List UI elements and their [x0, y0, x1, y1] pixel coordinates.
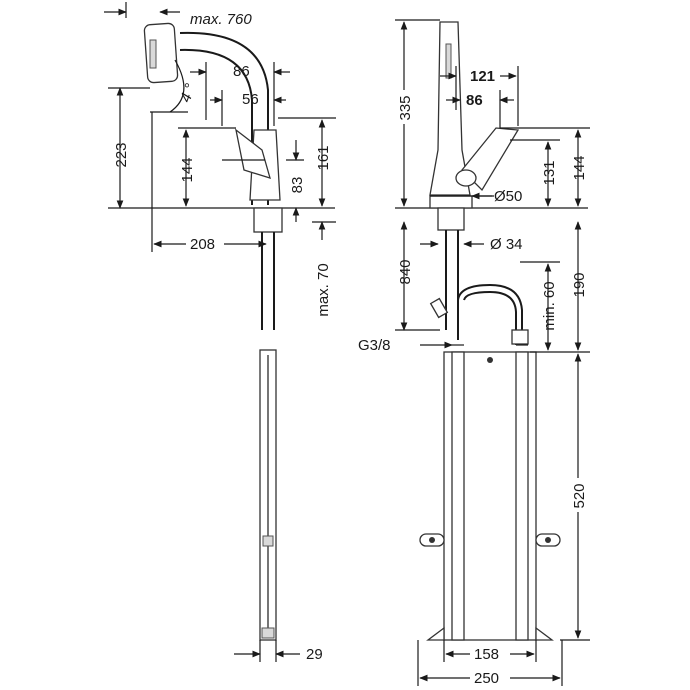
- hose-loop-in: [463, 290, 517, 345]
- dim-144-right: 144: [571, 155, 588, 180]
- spout-column: [429, 21, 471, 196]
- dim-56: 56: [242, 91, 259, 108]
- dim-144-left: 144: [179, 157, 196, 182]
- handle-pivot: [455, 169, 477, 187]
- cabinet-screw: [487, 357, 493, 363]
- cabinet-rail-left: [451, 351, 465, 641]
- dim-86-left: 86: [233, 63, 250, 80]
- guide-clip: [262, 535, 274, 547]
- dim-max-760: max. 760: [190, 11, 252, 28]
- dim-520: 520: [571, 483, 588, 508]
- dim-335-bg: [396, 90, 414, 124]
- foot-right: [535, 626, 554, 641]
- dim-158-bg: [470, 644, 510, 662]
- clamp-right-dot: [545, 537, 551, 543]
- dim-121: 121: [470, 68, 495, 85]
- left-view: max. 760 86 56 4 ° 223 144 161 83: [104, 2, 336, 663]
- dim-29: 29: [306, 646, 323, 663]
- dim-dia-50: Ø50: [494, 188, 522, 205]
- front-mount: [437, 207, 465, 231]
- dim-250: 250: [474, 670, 499, 687]
- valve-connector: [511, 329, 529, 345]
- lever-handle: [235, 128, 271, 179]
- dim-83: 83: [289, 177, 306, 194]
- cabinet-rail-right: [515, 351, 529, 641]
- dim-161: 161: [315, 145, 332, 170]
- dim-520-bg: [570, 478, 588, 512]
- foot-left: [426, 626, 445, 641]
- guide-foot: [261, 627, 275, 639]
- angle-arc: [169, 59, 185, 113]
- dim-min-60: min. 60: [541, 281, 558, 330]
- spout-outline: [179, 31, 269, 205]
- dim-208: 208: [190, 236, 215, 253]
- dim-208-bg: [186, 234, 224, 252]
- base-mount: [253, 207, 283, 233]
- hose-connector: [429, 297, 449, 319]
- spout-inner-outline: [179, 48, 253, 205]
- dim-dia-34: Ø 34: [490, 236, 523, 253]
- dim-angle: 4 °: [177, 81, 199, 104]
- hose-loop-out: [457, 283, 523, 345]
- dim-250-bg: [470, 668, 510, 686]
- spray-head-button: [149, 39, 157, 69]
- dim-223: 223: [113, 142, 130, 167]
- dim-max-70: max. 70: [315, 263, 332, 316]
- spray-head: [143, 22, 179, 84]
- spout-slot: [445, 43, 452, 79]
- clamp-left-dot: [429, 537, 435, 543]
- front-handle: [461, 127, 520, 192]
- dim-86-right: 86: [466, 92, 483, 109]
- dim-g3-8: G3/8: [358, 337, 391, 354]
- right-view: 335 121 86 131 144 Ø50 Ø 34 840: [358, 19, 590, 687]
- front-base: [429, 195, 473, 209]
- dim-131: 131: [541, 160, 558, 185]
- dim-335: 335: [397, 95, 414, 120]
- dim-158: 158: [474, 646, 499, 663]
- dim-840: 840: [397, 259, 414, 284]
- dim-190: 190: [571, 272, 588, 297]
